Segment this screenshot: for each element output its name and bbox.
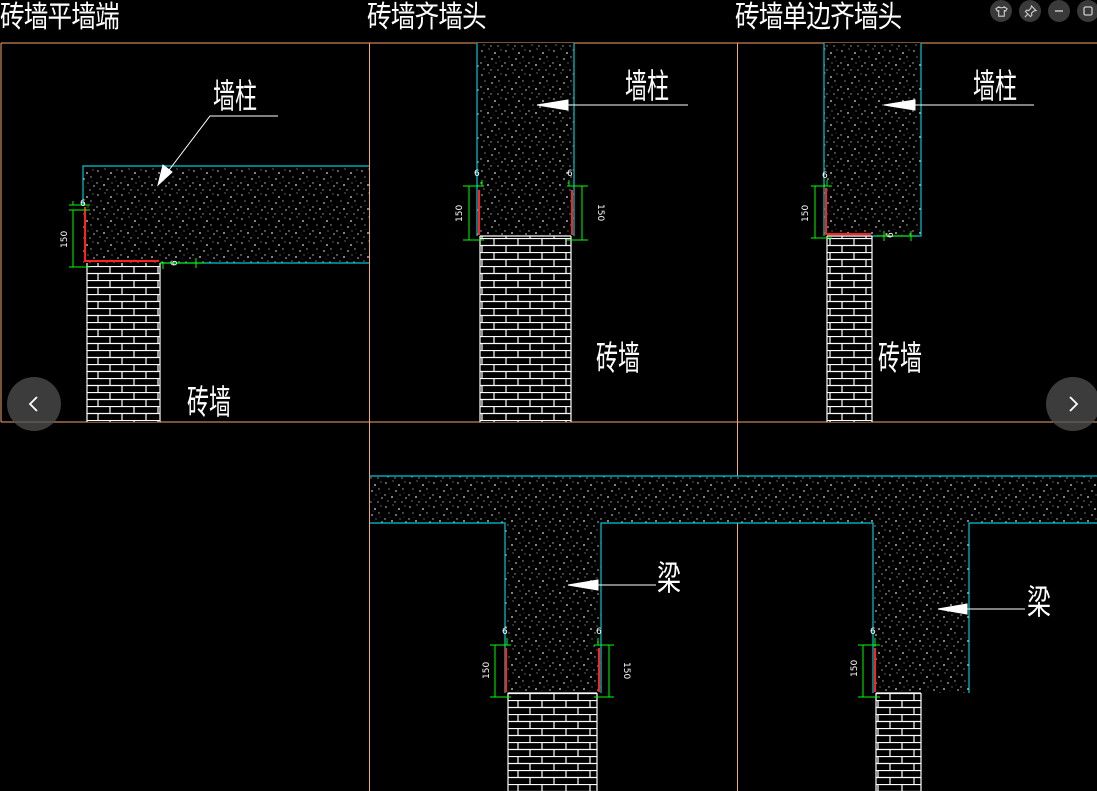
svg-text:6: 6 bbox=[474, 169, 480, 179]
chevron-left-icon bbox=[28, 396, 38, 412]
prev-button[interactable] bbox=[7, 377, 61, 431]
pin-icon[interactable] bbox=[1019, 0, 1041, 22]
panel2-brick-wall-label: 砖墙 bbox=[596, 339, 640, 379]
svg-text:150: 150 bbox=[60, 231, 70, 248]
svg-text:6: 6 bbox=[870, 627, 876, 637]
panel2-wall-column-label: 墙柱 bbox=[625, 67, 669, 107]
panel1-title: 砖墙平墙端 bbox=[0, 0, 120, 35]
beam-label-left: 梁 bbox=[657, 559, 681, 599]
svg-text:6: 6 bbox=[170, 260, 180, 266]
next-button[interactable] bbox=[1046, 377, 1097, 431]
panel1-wall-column bbox=[82, 165, 369, 264]
svg-text:6: 6 bbox=[502, 627, 508, 637]
window-controls bbox=[990, 0, 1097, 22]
svg-text:150: 150 bbox=[482, 662, 492, 679]
svg-text:6: 6 bbox=[567, 169, 573, 179]
panel2-title: 砖墙齐墙头 bbox=[367, 0, 487, 35]
svg-text:6: 6 bbox=[886, 232, 896, 238]
svg-text:150: 150 bbox=[455, 205, 465, 222]
svg-text:6: 6 bbox=[80, 199, 86, 209]
panel1-leader bbox=[157, 115, 278, 187]
panel1-brick-wall bbox=[86, 263, 161, 422]
maximize-icon[interactable] bbox=[1077, 0, 1097, 22]
svg-text:150: 150 bbox=[595, 204, 605, 221]
panel1-dimensions bbox=[69, 201, 205, 269]
svg-text:150: 150 bbox=[801, 205, 811, 222]
panel5-brick-wall bbox=[507, 692, 598, 791]
panel1-brick-wall-label: 砖墙 bbox=[187, 383, 231, 423]
svg-text:6: 6 bbox=[596, 627, 602, 637]
panel3-brick-wall bbox=[826, 235, 873, 422]
panel1-wall-column-label: 墙柱 bbox=[213, 77, 257, 117]
panel3-title: 砖墙单边齐墙头 bbox=[735, 0, 902, 35]
shirt-icon[interactable] bbox=[990, 0, 1012, 22]
panel6-brick-wall bbox=[875, 692, 922, 791]
svg-text:150: 150 bbox=[850, 660, 860, 677]
minimize-icon[interactable] bbox=[1048, 0, 1070, 22]
beam-top-slab bbox=[370, 475, 1097, 693]
panel3-brick-wall-label: 砖墙 bbox=[878, 339, 922, 379]
panel1-rebar bbox=[84, 207, 159, 262]
svg-text:150: 150 bbox=[621, 662, 631, 679]
panel3-wall-column bbox=[823, 43, 922, 237]
chevron-right-icon bbox=[1069, 396, 1079, 412]
panel2-brick-wall bbox=[479, 235, 572, 422]
svg-text:6: 6 bbox=[822, 171, 828, 181]
panel2-wall-column bbox=[476, 43, 575, 236]
beam-label-right: 梁 bbox=[1027, 583, 1051, 623]
panel3-wall-column-label: 墙柱 bbox=[973, 67, 1017, 107]
